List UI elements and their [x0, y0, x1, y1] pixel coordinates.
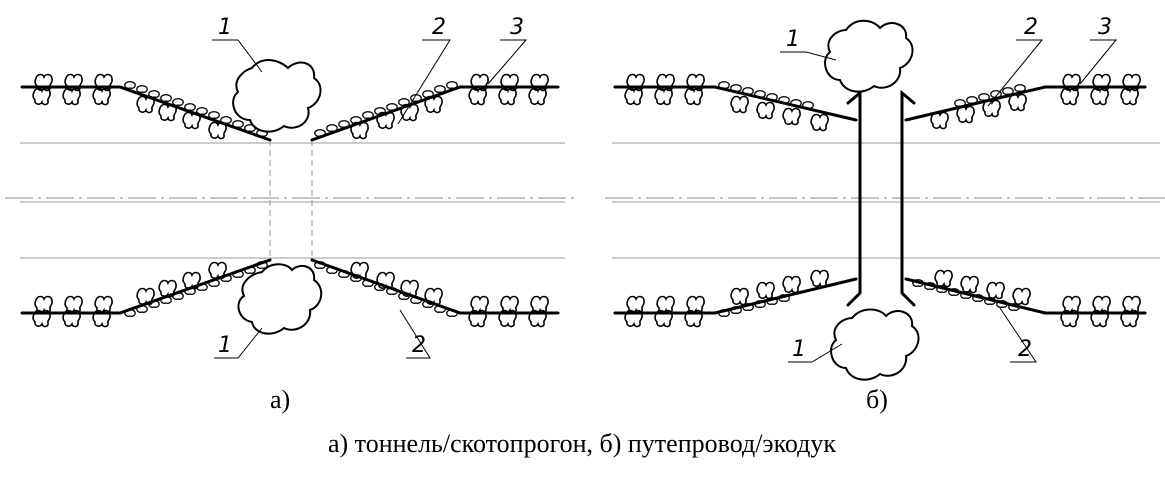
- callout-top-2: 2: [432, 15, 446, 40]
- vegetation-top-left: [32, 73, 268, 140]
- callout-top-1: 1: [786, 27, 800, 52]
- object-1-bottom-blob: [830, 308, 920, 381]
- vegetation-bottom-left: [32, 261, 268, 328]
- top-left-embankment: [20, 85, 272, 142]
- bottom-right-embankment: [904, 277, 1147, 315]
- leader-top-1: [780, 51, 837, 61]
- bottom-left-embankment: [20, 258, 272, 315]
- object-1-top-blob: [232, 59, 322, 133]
- bottom-left-embankment: [613, 277, 858, 315]
- leader-top-2: [987, 39, 1044, 107]
- top-left-embankment: [613, 85, 858, 122]
- bottom-right-embankment: [310, 258, 560, 315]
- leader-top-3: [1079, 39, 1118, 85]
- panel-a-sublabel: а): [270, 385, 290, 414]
- object-1-top-blob: [824, 19, 914, 93]
- panel-b-sublabel: б): [866, 385, 888, 414]
- leader-bottom-1: [788, 343, 843, 363]
- top-right-embankment: [904, 85, 1147, 122]
- leader-bottom-2: [399, 309, 431, 359]
- panel-b-overpass: 1 2 3 1 2 б): [605, 15, 1165, 414]
- leader-top-3: [487, 39, 528, 85]
- overpass-left-wall: [846, 89, 862, 307]
- vegetation-bottom-left: [624, 269, 829, 328]
- leader-top-1: [212, 39, 263, 73]
- leader-top-2: [397, 39, 451, 125]
- callout-top-3: 3: [510, 15, 524, 40]
- vegetation-top-right: [314, 73, 549, 140]
- callout-bottom-2: 2: [412, 333, 426, 358]
- panel-a-tunnel: 1 2 3 1 2 а): [5, 15, 575, 414]
- vegetation-bottom-right: [912, 269, 1141, 328]
- callout-bottom-2: 2: [1018, 337, 1032, 362]
- callout-top-3: 3: [1098, 15, 1112, 40]
- vegetation-top-left: [624, 73, 829, 132]
- figure-caption: а) тоннель/скотопрогон, б) путепровод/эк…: [328, 429, 836, 458]
- top-right-embankment: [310, 85, 560, 142]
- vegetation-bottom-right: [314, 261, 549, 328]
- object-1-bottom-blob: [237, 263, 323, 335]
- callout-bottom-1: 1: [792, 337, 806, 362]
- callout-top-1: 1: [218, 15, 232, 40]
- callout-bottom-1: 1: [218, 333, 232, 358]
- overpass-right-wall: [900, 89, 916, 307]
- leader-bottom-2: [999, 307, 1037, 363]
- vegetation-top-right: [930, 73, 1141, 130]
- callout-top-2: 2: [1024, 15, 1038, 40]
- leader-bottom-1: [214, 327, 263, 359]
